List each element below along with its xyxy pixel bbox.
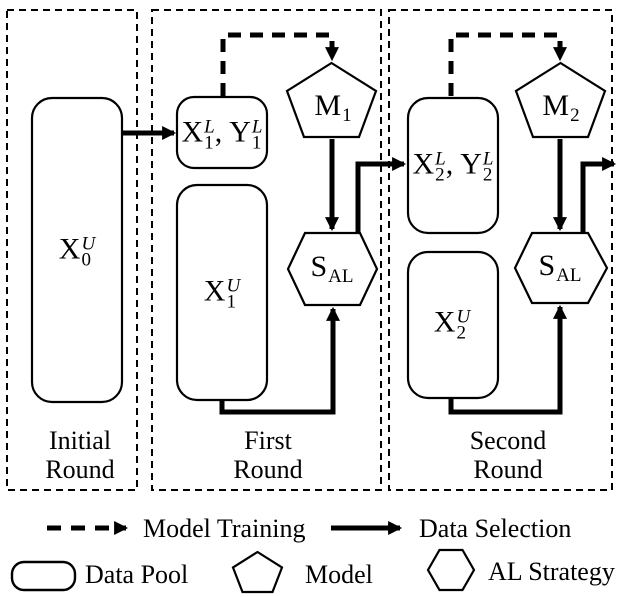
legend-label-al-strategy: AL Strategy bbox=[488, 557, 615, 586]
arrow-training-x2l-to-m2 bbox=[448, 32, 567, 96]
arrow-sal1-to-x2l bbox=[355, 157, 407, 232]
round-label-second: Second Round bbox=[469, 426, 547, 484]
legend-data-pool-shape bbox=[10, 560, 77, 592]
legend-label-model-training: Model Training bbox=[143, 514, 306, 543]
node-label-m1: M1 bbox=[314, 89, 352, 126]
legend-model-pentagon bbox=[231, 550, 284, 594]
legend-label-data-selection: Data Selection bbox=[419, 514, 572, 543]
node-label-m2: M2 bbox=[542, 89, 580, 126]
data-pool-x1l-y1l bbox=[175, 95, 269, 170]
initial-round-box bbox=[6, 9, 138, 491]
arrow-training-x1l-to-m1 bbox=[220, 32, 339, 96]
model-pentagon-m2 bbox=[514, 61, 607, 139]
legend-al-strategy-hexagon bbox=[426, 548, 476, 592]
node-label-sal2: SAL bbox=[538, 249, 582, 286]
round-label-first: First Round bbox=[233, 426, 303, 484]
legend-label-model: Model bbox=[305, 560, 373, 589]
legend-label-data-pool: Data Pool bbox=[85, 560, 189, 589]
arrow-x1u-to-sal1 bbox=[219, 306, 340, 415]
al-strategy-hexagon-2 bbox=[513, 231, 609, 305]
second-round-box bbox=[388, 9, 613, 491]
data-pool-x2l-y2l bbox=[406, 96, 500, 235]
arrow-sal2-exit bbox=[580, 157, 617, 232]
al-strategy-hexagon-1 bbox=[286, 231, 379, 307]
model-pentagon-m1 bbox=[285, 61, 378, 139]
arrow-x2u-to-sal2 bbox=[448, 304, 567, 415]
node-label-sal1: SAL bbox=[310, 250, 354, 287]
round-label-initial: Initial Round bbox=[45, 426, 115, 484]
first-round-box bbox=[151, 9, 382, 491]
data-pool-x0u bbox=[30, 96, 124, 404]
